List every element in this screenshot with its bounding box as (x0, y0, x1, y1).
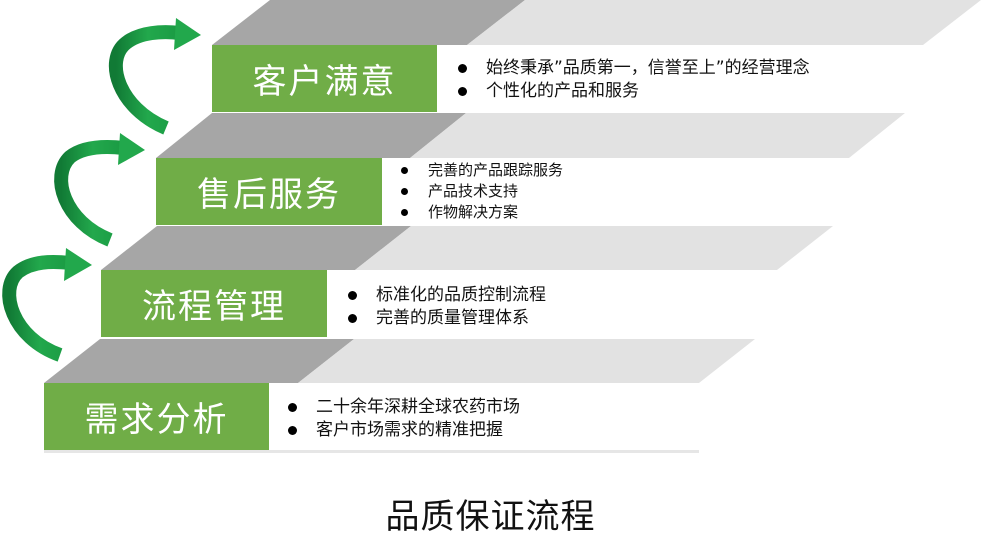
step-tread (410, 113, 905, 158)
step-tread-shadow (156, 113, 466, 158)
list-item: 二十余年深耕全球农药市场 (286, 396, 520, 419)
list-item: 标准化的品质控制流程 (346, 284, 546, 307)
bullet-list-demand-analysis: 二十余年深耕全球农药市场 客户市场需求的精准把握 (286, 396, 520, 442)
step-label-box (44, 383, 269, 450)
step-after-sales (156, 113, 905, 225)
bullet-list-process-management: 标准化的品质控制流程 完善的质量管理体系 (346, 284, 546, 330)
step-customer-satisfaction (212, 0, 981, 112)
step-label-demand-analysis: 需求分析 (84, 400, 229, 440)
step-panel (269, 383, 699, 450)
step-label-process-management: 流程管理 (142, 287, 286, 327)
step-base-shadow (44, 450, 699, 453)
step-tread-shadow (212, 0, 525, 45)
curved-arrow-icon (108, 18, 201, 135)
step-label-box (156, 158, 382, 225)
list-item: 始终秉承”品质第一，信誉至上”的经营理念 (456, 57, 810, 80)
step-tread (355, 226, 833, 270)
bullet-list-after-sales: 完善的产品跟踪服务 产品技术支持 作物解决方案 (398, 160, 563, 223)
curved-arrow-icon (2, 248, 92, 362)
list-item: 作物解决方案 (398, 202, 563, 223)
step-tread (467, 0, 981, 45)
step-panel (327, 270, 777, 337)
list-item: 产品技术支持 (398, 181, 563, 202)
curved-arrow-icon (54, 133, 145, 247)
step-panel (382, 158, 849, 225)
step-label-box (101, 270, 327, 337)
list-item: 完善的质量管理体系 (346, 307, 546, 330)
step-panel (437, 45, 923, 112)
list-item: 个性化的产品和服务 (456, 80, 810, 103)
step-label-customer-satisfaction: 客户满意 (252, 62, 397, 102)
step-label-after-sales: 售后服务 (197, 175, 341, 215)
list-item: 完善的产品跟踪服务 (398, 160, 563, 181)
bullet-list-customer-satisfaction: 始终秉承”品质第一，信誉至上”的经营理念 个性化的产品和服务 (456, 57, 810, 103)
step-tread-shadow (44, 339, 354, 383)
step-tread (298, 339, 755, 383)
step-tread-shadow (101, 226, 411, 270)
list-item: 客户市场需求的精准把握 (286, 419, 520, 442)
step-demand-analysis (44, 339, 755, 453)
step-label-box (212, 45, 437, 112)
step-process-management (101, 226, 833, 337)
diagram-title: 品质保证流程 (385, 497, 596, 537)
